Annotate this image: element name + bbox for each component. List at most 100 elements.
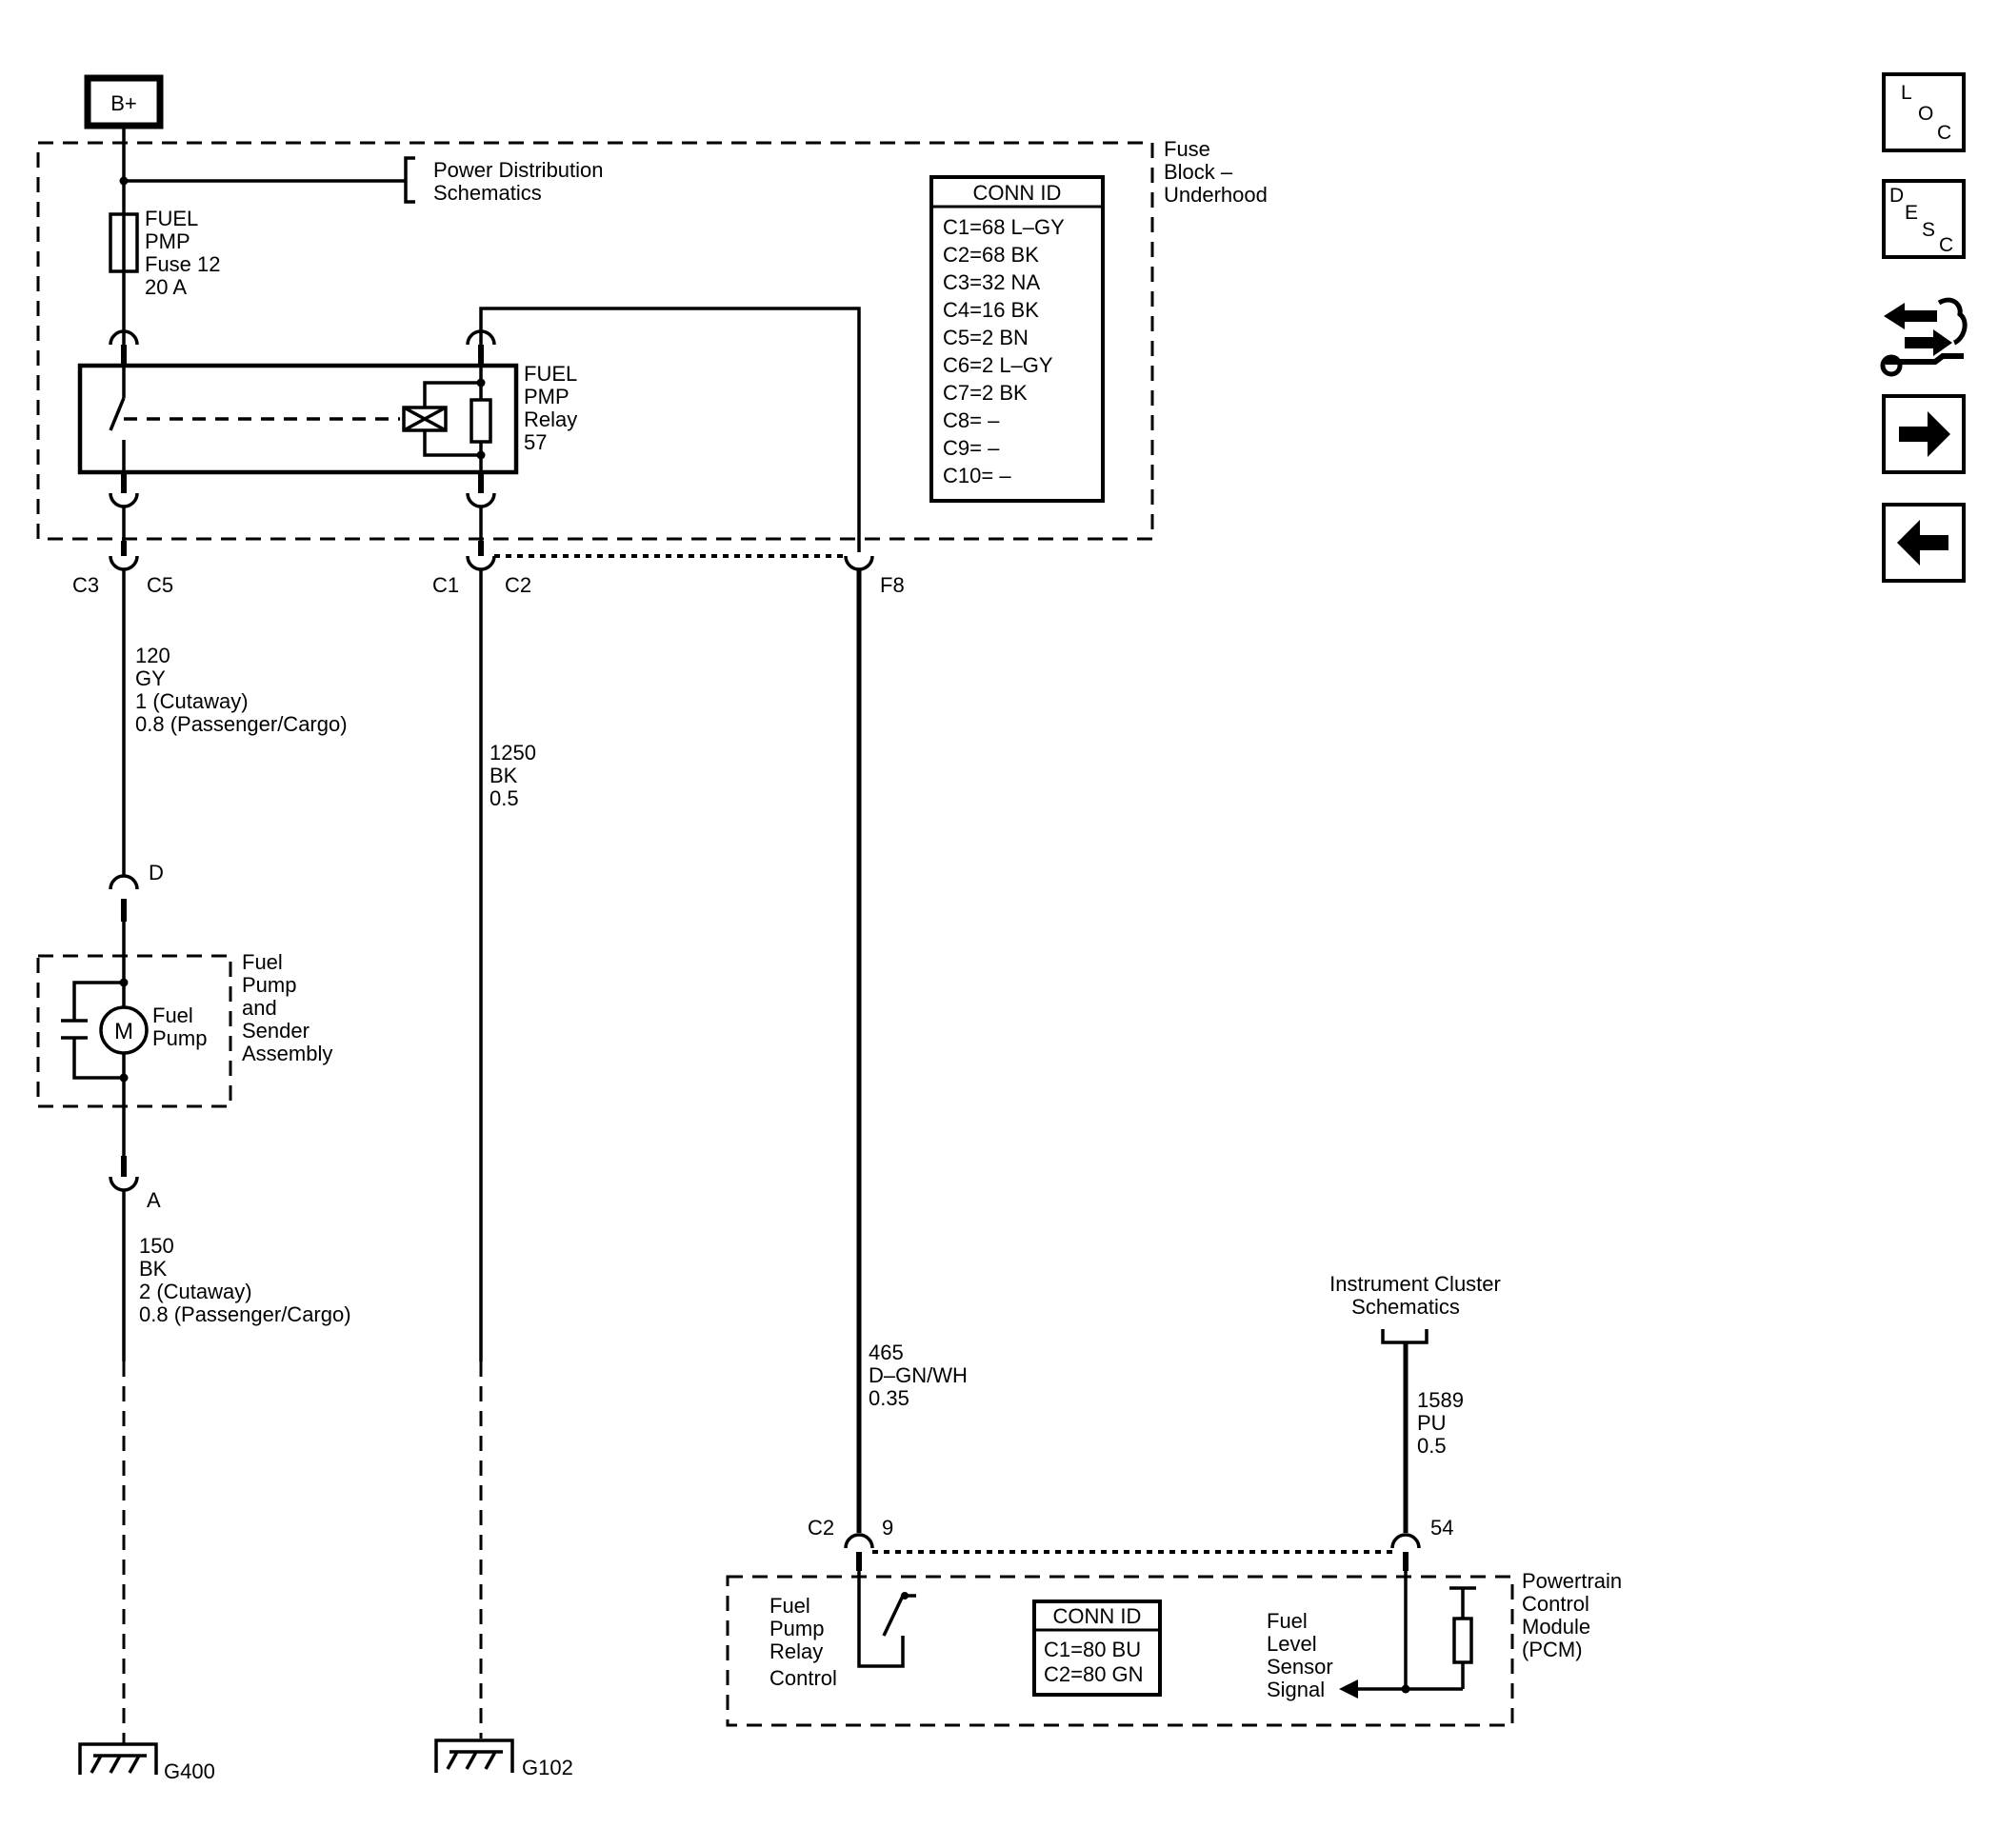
pcm-relay-control-line-3: Relay	[769, 1639, 823, 1663]
fuse-block-conn-id-c7: C7=2 BK	[943, 381, 1028, 405]
fuel-pump-label-line-1: Fuel	[152, 1003, 193, 1027]
pcm-connector-c2-label: C2	[808, 1516, 834, 1540]
instrument-cluster-ref-line-1: Instrument Cluster	[1329, 1272, 1501, 1296]
connector-d-label: D	[149, 861, 164, 884]
fuse-label-line-1: FUEL	[145, 207, 198, 230]
pcm-label-line-3: Module	[1522, 1615, 1590, 1639]
connector-end-view-icon[interactable]	[1880, 297, 1968, 377]
fuel-pump-assembly-label-line-5: Assembly	[242, 1042, 332, 1065]
wire-120-label-line-4: 0.8 (Passenger/Cargo)	[135, 712, 348, 736]
arrow-right-icon	[1899, 411, 1950, 457]
relay-label-line-3: Relay	[524, 407, 577, 431]
ground-g400	[78, 1742, 158, 1775]
wire-150-label-line-1: 150	[139, 1234, 174, 1258]
fuse-label-line-4: 20 A	[145, 275, 187, 299]
description-letter-e: E	[1905, 202, 1918, 224]
wire-120-label-line-3: 1 (Cutaway)	[135, 689, 249, 713]
connector-c3-label: C3	[72, 573, 99, 597]
pcm-label-line-2: Control	[1522, 1592, 1589, 1616]
fuse-block-label-line-3: Underhood	[1164, 183, 1268, 207]
arrow-left-icon	[1897, 520, 1948, 566]
fuse-label-line-3: Fuse 12	[145, 252, 221, 276]
fuel-pump-relay	[77, 363, 519, 475]
wire-150-label-line-2: BK	[139, 1257, 168, 1281]
fuse-block-conn-id-c5: C5=2 BN	[943, 326, 1029, 349]
fuse-block-conn-id-title: CONN ID	[973, 181, 1062, 205]
connector-f8-label: F8	[880, 573, 905, 597]
pcm-relay-control-line-2: Pump	[769, 1617, 824, 1640]
previous-page-button[interactable]	[1882, 503, 1966, 583]
fuel-pump-label-line-2: Pump	[152, 1026, 207, 1050]
pcm-label-line-4: (PCM)	[1522, 1638, 1583, 1661]
motor-symbol: M	[114, 1019, 133, 1044]
wire-1589-label-line-3: 0.5	[1417, 1434, 1447, 1458]
fuse-block-outline	[36, 141, 1154, 541]
pcm-relay-control-driver	[857, 1571, 916, 1668]
connector-c5-label: C5	[147, 573, 173, 597]
fuse-block-conn-id-c3: C3=32 NA	[943, 270, 1040, 294]
wire-1250-label-line-2: BK	[490, 764, 518, 787]
relay-label-line-1: FUEL	[524, 362, 577, 386]
relay-label-line-4: 57	[524, 430, 547, 454]
pcm-sensor-line-2: Level	[1267, 1632, 1317, 1656]
pcm-label-line-1: Powertrain	[1522, 1569, 1622, 1593]
connector-c1-label: C1	[432, 573, 459, 597]
wire-1250-label-line-1: 1250	[490, 741, 536, 765]
connector-c2-label: C2	[505, 573, 531, 597]
fuel-pump-assembly-label-line-1: Fuel	[242, 950, 283, 974]
pcm-pin-54-label: 54	[1430, 1516, 1453, 1540]
next-page-button[interactable]	[1882, 394, 1966, 474]
pcm-sensor-line-3: Sensor	[1267, 1655, 1333, 1679]
fuse-block-conn-id-c6: C6=2 L–GY	[943, 353, 1053, 377]
wire-465-label-line-2: D–GN/WH	[869, 1363, 968, 1387]
fuel-pump-fuse	[109, 212, 139, 273]
ground-g102-label: G102	[522, 1756, 573, 1779]
location-letter-l: L	[1901, 82, 1912, 104]
pcm-conn-id-table: CONN ID C1=80 BU C2=80 GN	[1032, 1600, 1162, 1697]
pcm-conn-id-title: CONN ID	[1053, 1604, 1142, 1628]
fuse-block-label-line-1: Fuse	[1164, 137, 1210, 161]
location-letter-o: O	[1918, 103, 1933, 125]
location-letter-c: C	[1937, 122, 1951, 144]
fuse-block-conn-id-c9: C9= –	[943, 436, 1000, 460]
instrument-cluster-ref-line-2: Schematics	[1351, 1295, 1460, 1319]
fuel-pump-assembly-outline	[36, 954, 232, 1108]
power-distribution-ref-line-2: Schematics	[433, 181, 542, 205]
wire-1589-label-line-1: 1589	[1417, 1388, 1464, 1412]
wire-120-label-line-2: GY	[135, 666, 166, 690]
fuel-pump-assembly-label-line-4: Sender	[242, 1019, 310, 1043]
pcm-pin-9-label: 9	[882, 1516, 893, 1540]
fuel-pump-motor: M	[61, 978, 149, 1173]
wire-465-label-line-3: 0.35	[869, 1386, 909, 1410]
wire-150-label-line-3: 2 (Cutaway)	[139, 1280, 252, 1303]
pcm-relay-control-line-1: Fuel	[769, 1594, 810, 1618]
power-distribution-reference[interactable]: Power Distribution Schematics	[124, 156, 604, 205]
pcm-conn-id-c2: C2=80 GN	[1044, 1662, 1144, 1686]
pcm-outline	[726, 1575, 1514, 1727]
location-button[interactable]: L O C	[1882, 72, 1966, 152]
pcm-sensor-line-4: Signal	[1267, 1678, 1325, 1701]
fuse-block-label-line-2: Block –	[1164, 160, 1233, 184]
battery-terminal: B+	[84, 74, 164, 129]
wire-1250-label-line-3: 0.5	[490, 786, 519, 810]
instrument-cluster-reference[interactable]: Instrument Cluster Schematics	[1329, 1272, 1501, 1344]
relay-label-line-2: PMP	[524, 385, 569, 408]
fuse-block-conn-id-c10: C10= –	[943, 464, 1011, 487]
wire-465-label-line-1: 465	[869, 1341, 904, 1364]
fuse-block-conn-id-c4: C4=16 BK	[943, 298, 1039, 322]
wire-150-label-line-4: 0.8 (Passenger/Cargo)	[139, 1302, 351, 1326]
ground-g102	[434, 1739, 514, 1773]
pcm-sensor-line-1: Fuel	[1267, 1609, 1308, 1633]
wire-120-label-line-1: 120	[135, 644, 170, 667]
fuse-block-conn-id-table: CONN ID C1=68 L–GY C2=68 BK C3=32 NA C4=…	[929, 175, 1105, 503]
wire-1589-label-line-2: PU	[1417, 1411, 1447, 1435]
power-distribution-ref-line-1: Power Distribution	[433, 158, 604, 182]
fuse-block-conn-id-c8: C8= –	[943, 408, 1000, 432]
fuel-pump-assembly-label-line-3: and	[242, 996, 277, 1020]
description-letter-d: D	[1889, 185, 1904, 207]
fuel-pump-assembly-label-line-2: Pump	[242, 973, 296, 997]
description-letter-s: S	[1922, 219, 1935, 241]
description-button[interactable]: D E S C	[1882, 179, 1966, 259]
description-letter-c: C	[1939, 234, 1953, 256]
